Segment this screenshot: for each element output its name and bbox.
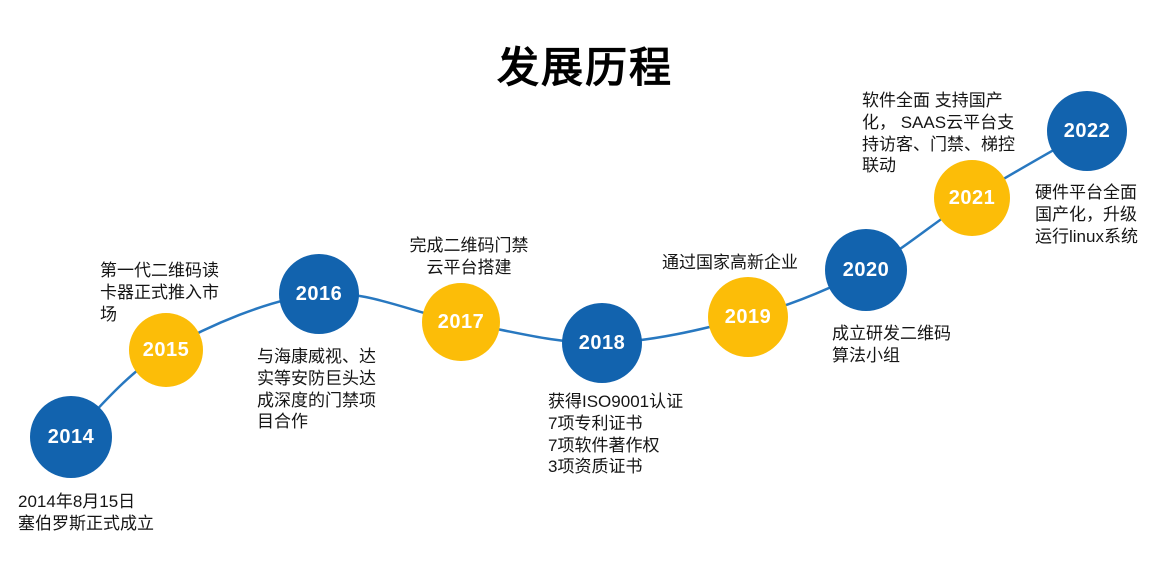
- timeline-milestone-label-2022: 硬件平台全面 国产化，升级 运行linux系统: [1035, 183, 1138, 246]
- timeline-milestone-label-2017: 完成二维码门禁 云平台搭建: [409, 236, 529, 277]
- timeline-year-label-2015: 2015: [142, 338, 190, 361]
- page-title: 发展历程: [496, 44, 673, 91]
- timeline-year-label-2016: 2016: [295, 282, 343, 305]
- timeline-node-2020: 2020: [825, 229, 907, 311]
- timeline-node-2018: 2018: [562, 303, 642, 383]
- timeline-milestone-label-2016: 与海康威视、达 实等安防巨头达 成深度的门禁项 目合作: [257, 347, 376, 432]
- timeline-node-2016: 2016: [279, 254, 359, 334]
- timeline-node-2017: 2017: [422, 283, 500, 361]
- timeline-milestone-label-2020: 成立研发二维码 算法小组: [832, 324, 951, 365]
- timeline-milestone-label-2015: 第一代二维码读 卡器正式推入市 场: [100, 261, 219, 324]
- timeline-milestone-label-2014: 2014年8月15日 塞伯罗斯正式成立: [18, 492, 154, 533]
- timeline-milestone-label-2019: 通过国家高新企业: [662, 253, 798, 272]
- timeline-node-2014: 2014: [30, 396, 112, 478]
- timeline-milestone-label-2021: 软件全面 支持国产 化， SAAS云平台支 持访客、门禁、梯控 联动: [862, 91, 1015, 176]
- timeline-milestone-label-2018: 获得ISO9001认证 7项专利证书 7项软件著作权 3项资质证书: [548, 392, 684, 477]
- timeline-year-label-2019: 2019: [724, 305, 772, 328]
- timeline-year-label-2022: 2022: [1063, 119, 1111, 142]
- timeline-year-label-2017: 2017: [437, 310, 485, 333]
- timeline-node-2021: 2021: [934, 160, 1010, 236]
- timeline-node-2022: 2022: [1047, 91, 1127, 171]
- timeline-year-label-2021: 2021: [948, 186, 996, 209]
- timeline-year-label-2018: 2018: [578, 331, 626, 354]
- timeline-node-2015: 2015: [129, 313, 203, 387]
- timeline-year-label-2020: 2020: [842, 258, 890, 281]
- timeline-year-label-2014: 2014: [47, 425, 95, 448]
- timeline-node-2019: 2019: [708, 277, 788, 357]
